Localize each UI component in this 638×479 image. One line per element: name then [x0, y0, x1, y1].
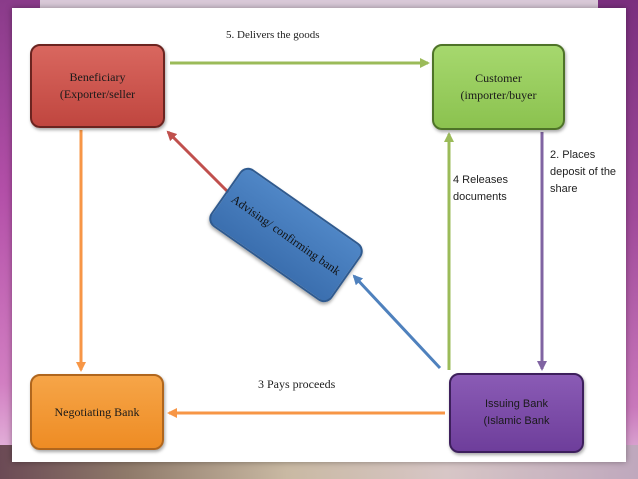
places-deposit-label: 2. Places deposit of the share	[550, 147, 630, 198]
arrow-issuing-to-advising	[352, 274, 442, 370]
arrows-layer	[76, 58, 547, 418]
arrow-advising-to-beneficiary	[166, 130, 232, 196]
releases-documents-label: 4 Releases documents	[453, 172, 523, 206]
issuing-bank-box: Issuing Bank (Islamic Bank	[449, 373, 584, 453]
beneficiary-box: Beneficiary (Exporter/seller	[30, 44, 165, 128]
places-line-1: 2. Places	[550, 149, 596, 161]
issuing-bank-subtitle: (Islamic Bank	[483, 415, 550, 427]
issuing-bank-title: Issuing Bank	[485, 398, 548, 410]
diagram-card: Beneficiary (Exporter/seller Customer (i…	[12, 8, 626, 462]
places-line-3: share	[550, 183, 578, 195]
beneficiary-subtitle: (Exporter/seller	[59, 87, 136, 101]
customer-box: Customer (importer/buyer	[432, 44, 565, 130]
negotiating-bank-box: Negotiating Bank	[30, 374, 164, 450]
releases-line-2: documents	[453, 191, 507, 203]
customer-subtitle: (importer/buyer	[460, 88, 537, 102]
beneficiary-title: Beneficiary	[69, 70, 126, 84]
places-line-2: deposit of the	[550, 166, 617, 178]
negotiating-bank-label: Negotiating Bank	[54, 404, 140, 419]
customer-title: Customer	[475, 71, 522, 85]
delivers-goods-label: 5. Delivers the goods	[226, 29, 320, 41]
releases-line-1: 4 Releases	[453, 174, 509, 186]
pays-proceeds-label: 3 Pays proceeds	[258, 377, 336, 391]
